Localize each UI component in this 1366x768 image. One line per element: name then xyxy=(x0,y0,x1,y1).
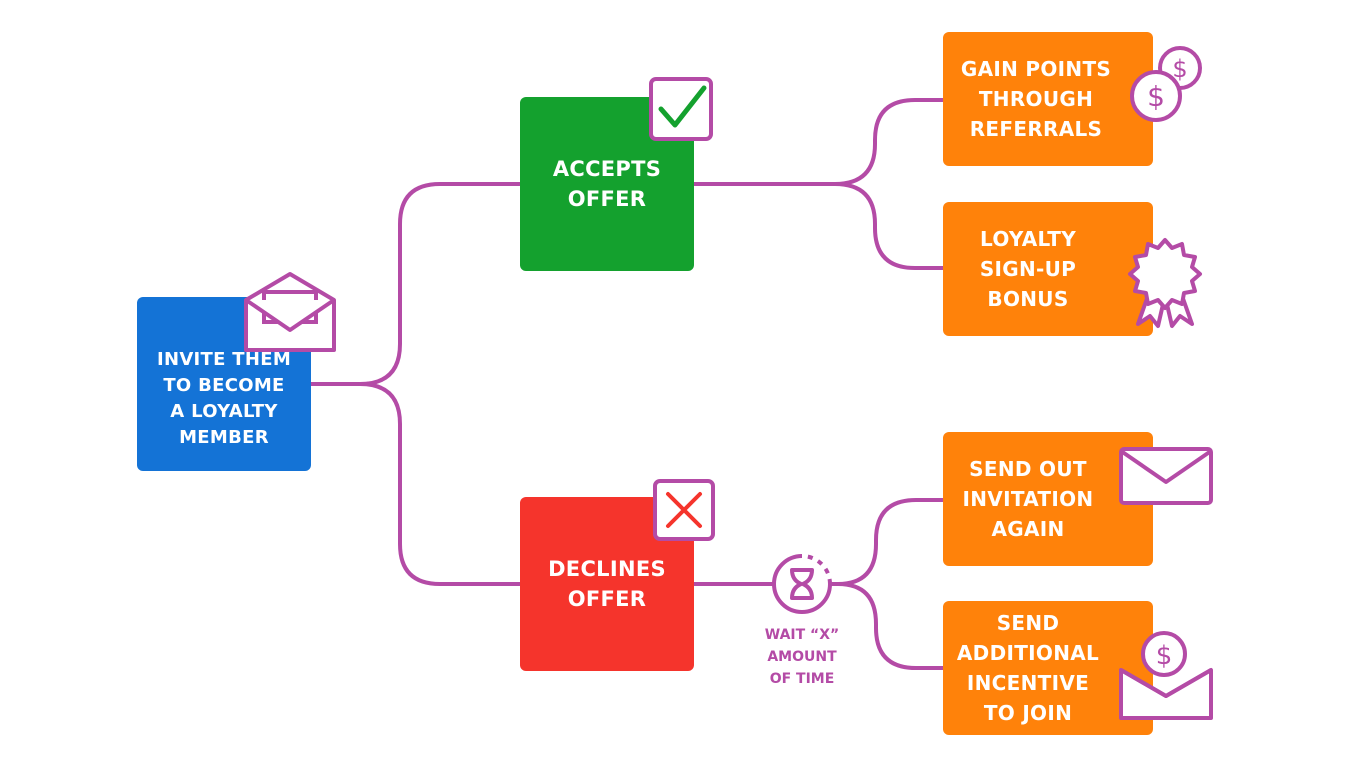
envelope-dollar-icon: $ xyxy=(1119,631,1213,720)
connector-wait-incentive xyxy=(836,582,947,670)
node-signup-bonus: LOYALTY SIGN-UP BONUS xyxy=(943,202,1153,336)
node-send-again: SEND OUT INVITATION AGAIN xyxy=(943,432,1153,566)
open-envelope-icon xyxy=(244,272,336,352)
connector-invite-declines xyxy=(358,382,522,586)
node-accepts-label: ACCEPTS OFFER xyxy=(552,157,662,211)
node-send-again-label: SEND OUT INVITATION AGAIN xyxy=(962,457,1094,541)
x-mark-icon xyxy=(653,479,715,541)
node-invite-label: INVITE THEM TO BECOME A LOYALTY MEMBER xyxy=(156,349,292,448)
svg-text:$: $ xyxy=(1172,55,1187,83)
connector-accepts-bonus xyxy=(833,182,947,270)
hourglass-icon xyxy=(772,554,832,614)
svg-text:$: $ xyxy=(1147,80,1165,113)
node-additional-incentive-label: SEND ADDITIONAL INCENTIVE TO JOIN xyxy=(956,611,1100,725)
connector-wait-again xyxy=(830,498,947,586)
node-gain-points-label: GAIN POINTS THROUGH REFERRALS xyxy=(960,57,1112,141)
connector-invite-accepts xyxy=(308,182,522,386)
node-declines-label: DECLINES OFFER xyxy=(548,557,666,611)
svg-text:$: $ xyxy=(1156,641,1173,671)
connector-accepts-gain xyxy=(690,98,947,186)
dollar-coins-icon: $ $ xyxy=(1130,46,1202,122)
wait-label: WAIT “X” AMOUNT OF TIME xyxy=(764,627,840,687)
award-ribbon-icon xyxy=(1128,238,1202,328)
node-signup-bonus-label: LOYALTY SIGN-UP BONUS xyxy=(979,227,1077,311)
checkmark-icon xyxy=(649,77,713,141)
node-additional-incentive: SEND ADDITIONAL INCENTIVE TO JOIN xyxy=(943,601,1153,735)
envelope-icon xyxy=(1119,447,1213,505)
node-gain-points: GAIN POINTS THROUGH REFERRALS xyxy=(943,32,1153,166)
